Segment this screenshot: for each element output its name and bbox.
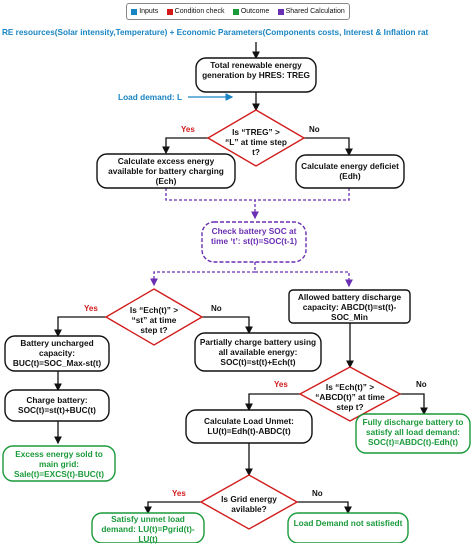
arrow-cond2-yes <box>54 316 106 338</box>
cond4-diamond <box>199 474 299 530</box>
arrow-cond4-no <box>297 501 352 515</box>
cond1-label: Is “TREG” > “L” at time step t? <box>225 127 287 157</box>
arrow-deficit-to-soc <box>255 188 350 201</box>
cond2-label: Is “Ech(t)” > “st” at time step t? <box>129 305 179 335</box>
arrow-cond1-no <box>304 137 353 157</box>
check-soc-box <box>201 221 307 263</box>
arrow-cond2-no <box>202 316 253 335</box>
charge-box <box>4 389 110 422</box>
arrow-cond3-no <box>400 393 428 416</box>
legend-label: Condition check <box>174 8 225 15</box>
load-demand-text: Load demand: L <box>118 92 183 102</box>
cond4-yes-label: Yes <box>172 489 186 498</box>
satisfy-label: Satisfy unmet load demand: LU(t)=Pgrid(t… <box>101 514 195 544</box>
allowed-box <box>288 289 411 324</box>
unmet-box <box>185 409 313 444</box>
arrow-soc-to-cond2 <box>150 262 256 287</box>
arrow-excess-to-soc <box>165 188 259 220</box>
arrow-cond3-yes <box>245 393 300 412</box>
arrow-cond4-yes <box>144 501 201 515</box>
legend-swatch <box>277 8 284 15</box>
legend-label: Outcome <box>240 8 270 15</box>
legend: Inputs Condition check Outcome Shared Ca… <box>126 3 350 20</box>
satisfy-box <box>91 512 205 543</box>
uncharged-box <box>4 335 110 372</box>
legend-swatch <box>131 8 138 15</box>
check-soc-label: Check battery SOC at time ‘t’: st(t)=SOC… <box>211 226 297 246</box>
treg-box <box>195 57 317 93</box>
arrow-soc-to-allowed <box>255 271 353 288</box>
cond4-label: Is Grid energy avilable? <box>221 494 277 514</box>
legend-item-shared: Shared Calculation <box>277 8 345 15</box>
cond3-no-label: No <box>416 380 427 389</box>
cond1-diamond <box>206 109 306 167</box>
partial-box <box>194 332 322 372</box>
cond2-diamond <box>104 288 204 346</box>
arrow-cond1-yes <box>162 137 208 155</box>
not-satisfied-box <box>287 512 409 543</box>
deficit-label: Calculate energy deficiet (Edh) <box>301 161 399 181</box>
cond3-label: Is “Ech(t)” > “ABCD(t)” at time step t? <box>315 382 385 412</box>
excess-sold-box <box>2 445 116 482</box>
charge-label: Charge battery: SOC(t)=st(t)+BUC(t) <box>18 395 96 415</box>
legend-item-condition: Condition check <box>166 8 225 15</box>
cond1-no-label: No <box>309 125 320 134</box>
legend-label: Shared Calculation <box>285 8 345 15</box>
excess-sold-label: Excess energy sold to main grid: Sale(t)… <box>13 449 105 479</box>
cond3-yes-label: Yes <box>274 380 288 389</box>
unmet-label: Calculate Load Unmet: LU(t)=Edh(t)-ABDC(… <box>204 416 294 436</box>
legend-item-inputs: Inputs <box>131 8 158 15</box>
partial-label: Partially charge battery using all avail… <box>199 337 317 367</box>
not-satisfied-label: Load Demand not satisfiedt <box>293 518 403 528</box>
legend-item-outcome: Outcome <box>232 8 270 15</box>
uncharged-label: Battery uncharged capacity: BUC(t)=SOC_M… <box>12 338 102 368</box>
treg-label: Total renewable energy generation by HRE… <box>202 60 310 80</box>
cond4-no-label: No <box>312 489 323 498</box>
cond2-yes-label: Yes <box>84 304 98 313</box>
allowed-label: Allowed battery discharge capacity: ABCD… <box>297 292 402 322</box>
cond2-no-label: No <box>211 304 222 313</box>
fully-label: Fully discharge battery to satisfy all l… <box>362 417 464 447</box>
legend-label: Inputs <box>139 8 159 15</box>
excess-box <box>96 153 236 189</box>
excess-label: Calculate excess energy available for ba… <box>108 156 224 186</box>
resources-input-text: RE resources(Solar intensity,Temperature… <box>2 28 429 37</box>
deficit-box <box>295 154 405 189</box>
legend-swatch <box>232 8 239 15</box>
legend-swatch <box>166 8 173 15</box>
cond1-yes-label: Yes <box>181 125 195 134</box>
cond3-diamond <box>298 366 402 422</box>
fully-box <box>355 413 471 454</box>
